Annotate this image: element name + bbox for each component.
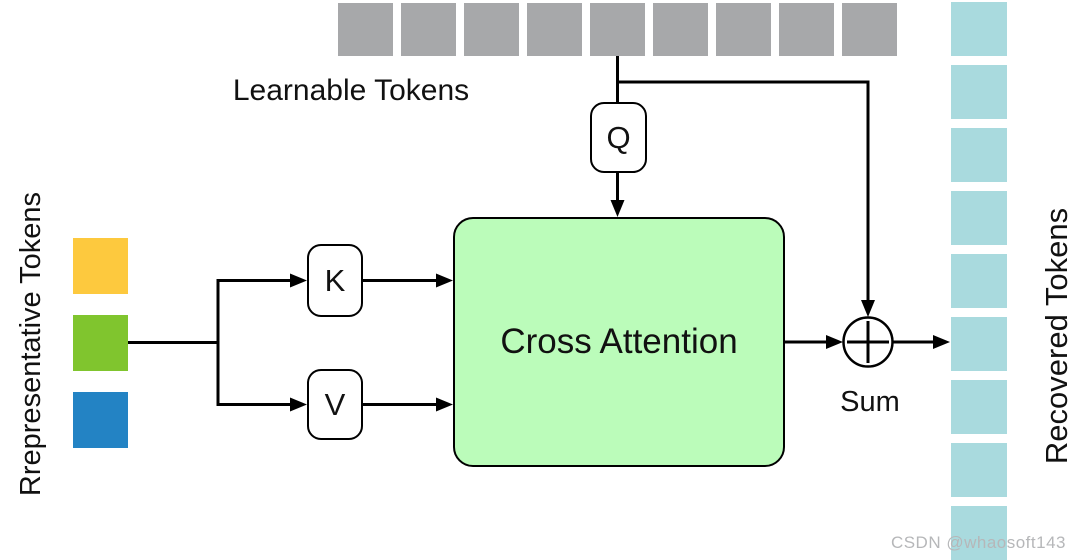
sum-label: Sum	[840, 386, 900, 418]
arrowhead-k-into-attention	[436, 273, 453, 288]
arrowhead-into-attention-top	[610, 200, 625, 217]
recovered-token	[951, 191, 1007, 245]
recovered-token	[951, 65, 1007, 119]
sum-node	[842, 316, 894, 368]
v-projection-box: V	[307, 369, 363, 440]
representative-tokens-label: Rrepresentative Tokens	[15, 191, 47, 497]
learnable-token	[716, 3, 771, 56]
q-projection-box: Q	[590, 102, 647, 173]
v-label: V	[324, 386, 346, 422]
learnable-token	[779, 3, 834, 56]
recovered-tokens-label: Recovered Tokens	[1039, 207, 1074, 465]
recovered-tokens-column	[951, 2, 1007, 560]
arrowhead-into-v	[290, 397, 307, 412]
arrowhead-into-sum-top	[861, 300, 875, 317]
learnable-token	[590, 3, 645, 56]
learnable-token	[653, 3, 708, 56]
cross-attention-label: Cross Attention	[500, 322, 738, 361]
arrowhead-into-recovered	[933, 335, 950, 349]
k-projection-box: K	[307, 244, 363, 317]
sum-circle	[842, 316, 894, 368]
learnable-token	[401, 3, 456, 56]
representative-tokens-column	[73, 238, 128, 448]
arrowhead-into-k	[290, 273, 307, 288]
q-label: Q	[606, 119, 631, 155]
cross-attention-box: Cross Attention	[453, 217, 785, 467]
recovered-token	[951, 254, 1007, 308]
representative-token	[73, 238, 128, 294]
learnable-token	[527, 3, 582, 56]
learnable-tokens-label: Learnable Tokens	[232, 74, 470, 107]
recovered-token	[951, 128, 1007, 182]
recovered-token	[951, 443, 1007, 497]
recovered-token	[951, 380, 1007, 434]
learnable-token	[842, 3, 897, 56]
learnable-token	[338, 3, 393, 56]
representative-token	[73, 392, 128, 448]
arrowhead-into-sum-left	[826, 335, 843, 349]
representative-token	[73, 315, 128, 371]
arrowhead-v-into-attention	[436, 397, 453, 412]
recovered-token	[951, 506, 1007, 560]
recovered-token	[951, 317, 1007, 371]
watermark: CSDN @whaosoft143	[890, 533, 1066, 552]
learnable-tokens-row	[338, 3, 897, 56]
k-label: K	[324, 262, 346, 298]
learnable-token	[464, 3, 519, 56]
recovered-token	[951, 2, 1007, 56]
